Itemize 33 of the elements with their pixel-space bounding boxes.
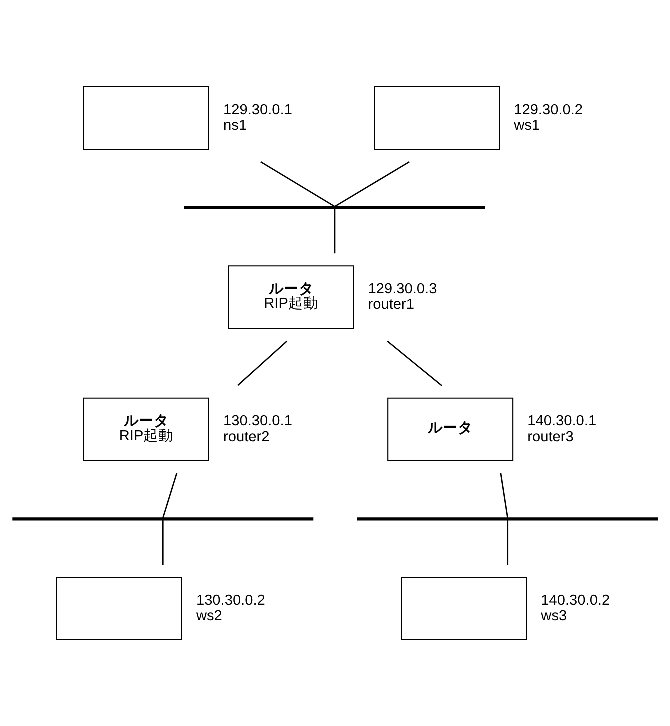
node-label: 130.30.0.2 (196, 592, 265, 608)
node-box (82, 86, 209, 150)
node-box: ルータ RIP起動 (228, 265, 354, 329)
node-bar (356, 517, 658, 520)
node-label: router1 (368, 296, 414, 313)
node-label: 140.30.0.1 (527, 413, 596, 430)
node-box (374, 86, 500, 150)
connector (260, 160, 335, 207)
connector (334, 160, 410, 207)
node-box (56, 576, 182, 640)
connector (386, 340, 442, 386)
node-box: ルータ RIP起動 (82, 397, 209, 461)
connector (237, 340, 288, 386)
node-box: ルータ (387, 397, 514, 461)
connector (506, 520, 508, 564)
node-label: router3 (527, 428, 574, 445)
connector (162, 472, 178, 518)
node-label: router2 (223, 428, 270, 445)
connector (162, 520, 164, 564)
node-label: 129.30.0.3 (368, 280, 437, 297)
node-label: ws2 (196, 608, 222, 624)
node-label: ws3 (540, 608, 567, 624)
node-label: 129.30.0.1 (223, 102, 292, 118)
node-bar (12, 517, 314, 520)
node-bar (184, 206, 485, 209)
connector (500, 472, 508, 518)
node-label: ws1 (514, 117, 540, 134)
node-label: 130.30.0.1 (223, 413, 292, 430)
connector (334, 208, 336, 254)
node-box (400, 576, 527, 640)
node-label: 140.30.0.2 (540, 592, 610, 608)
node-label: 129.30.0.2 (514, 102, 583, 118)
node-label: ns1 (223, 117, 247, 134)
